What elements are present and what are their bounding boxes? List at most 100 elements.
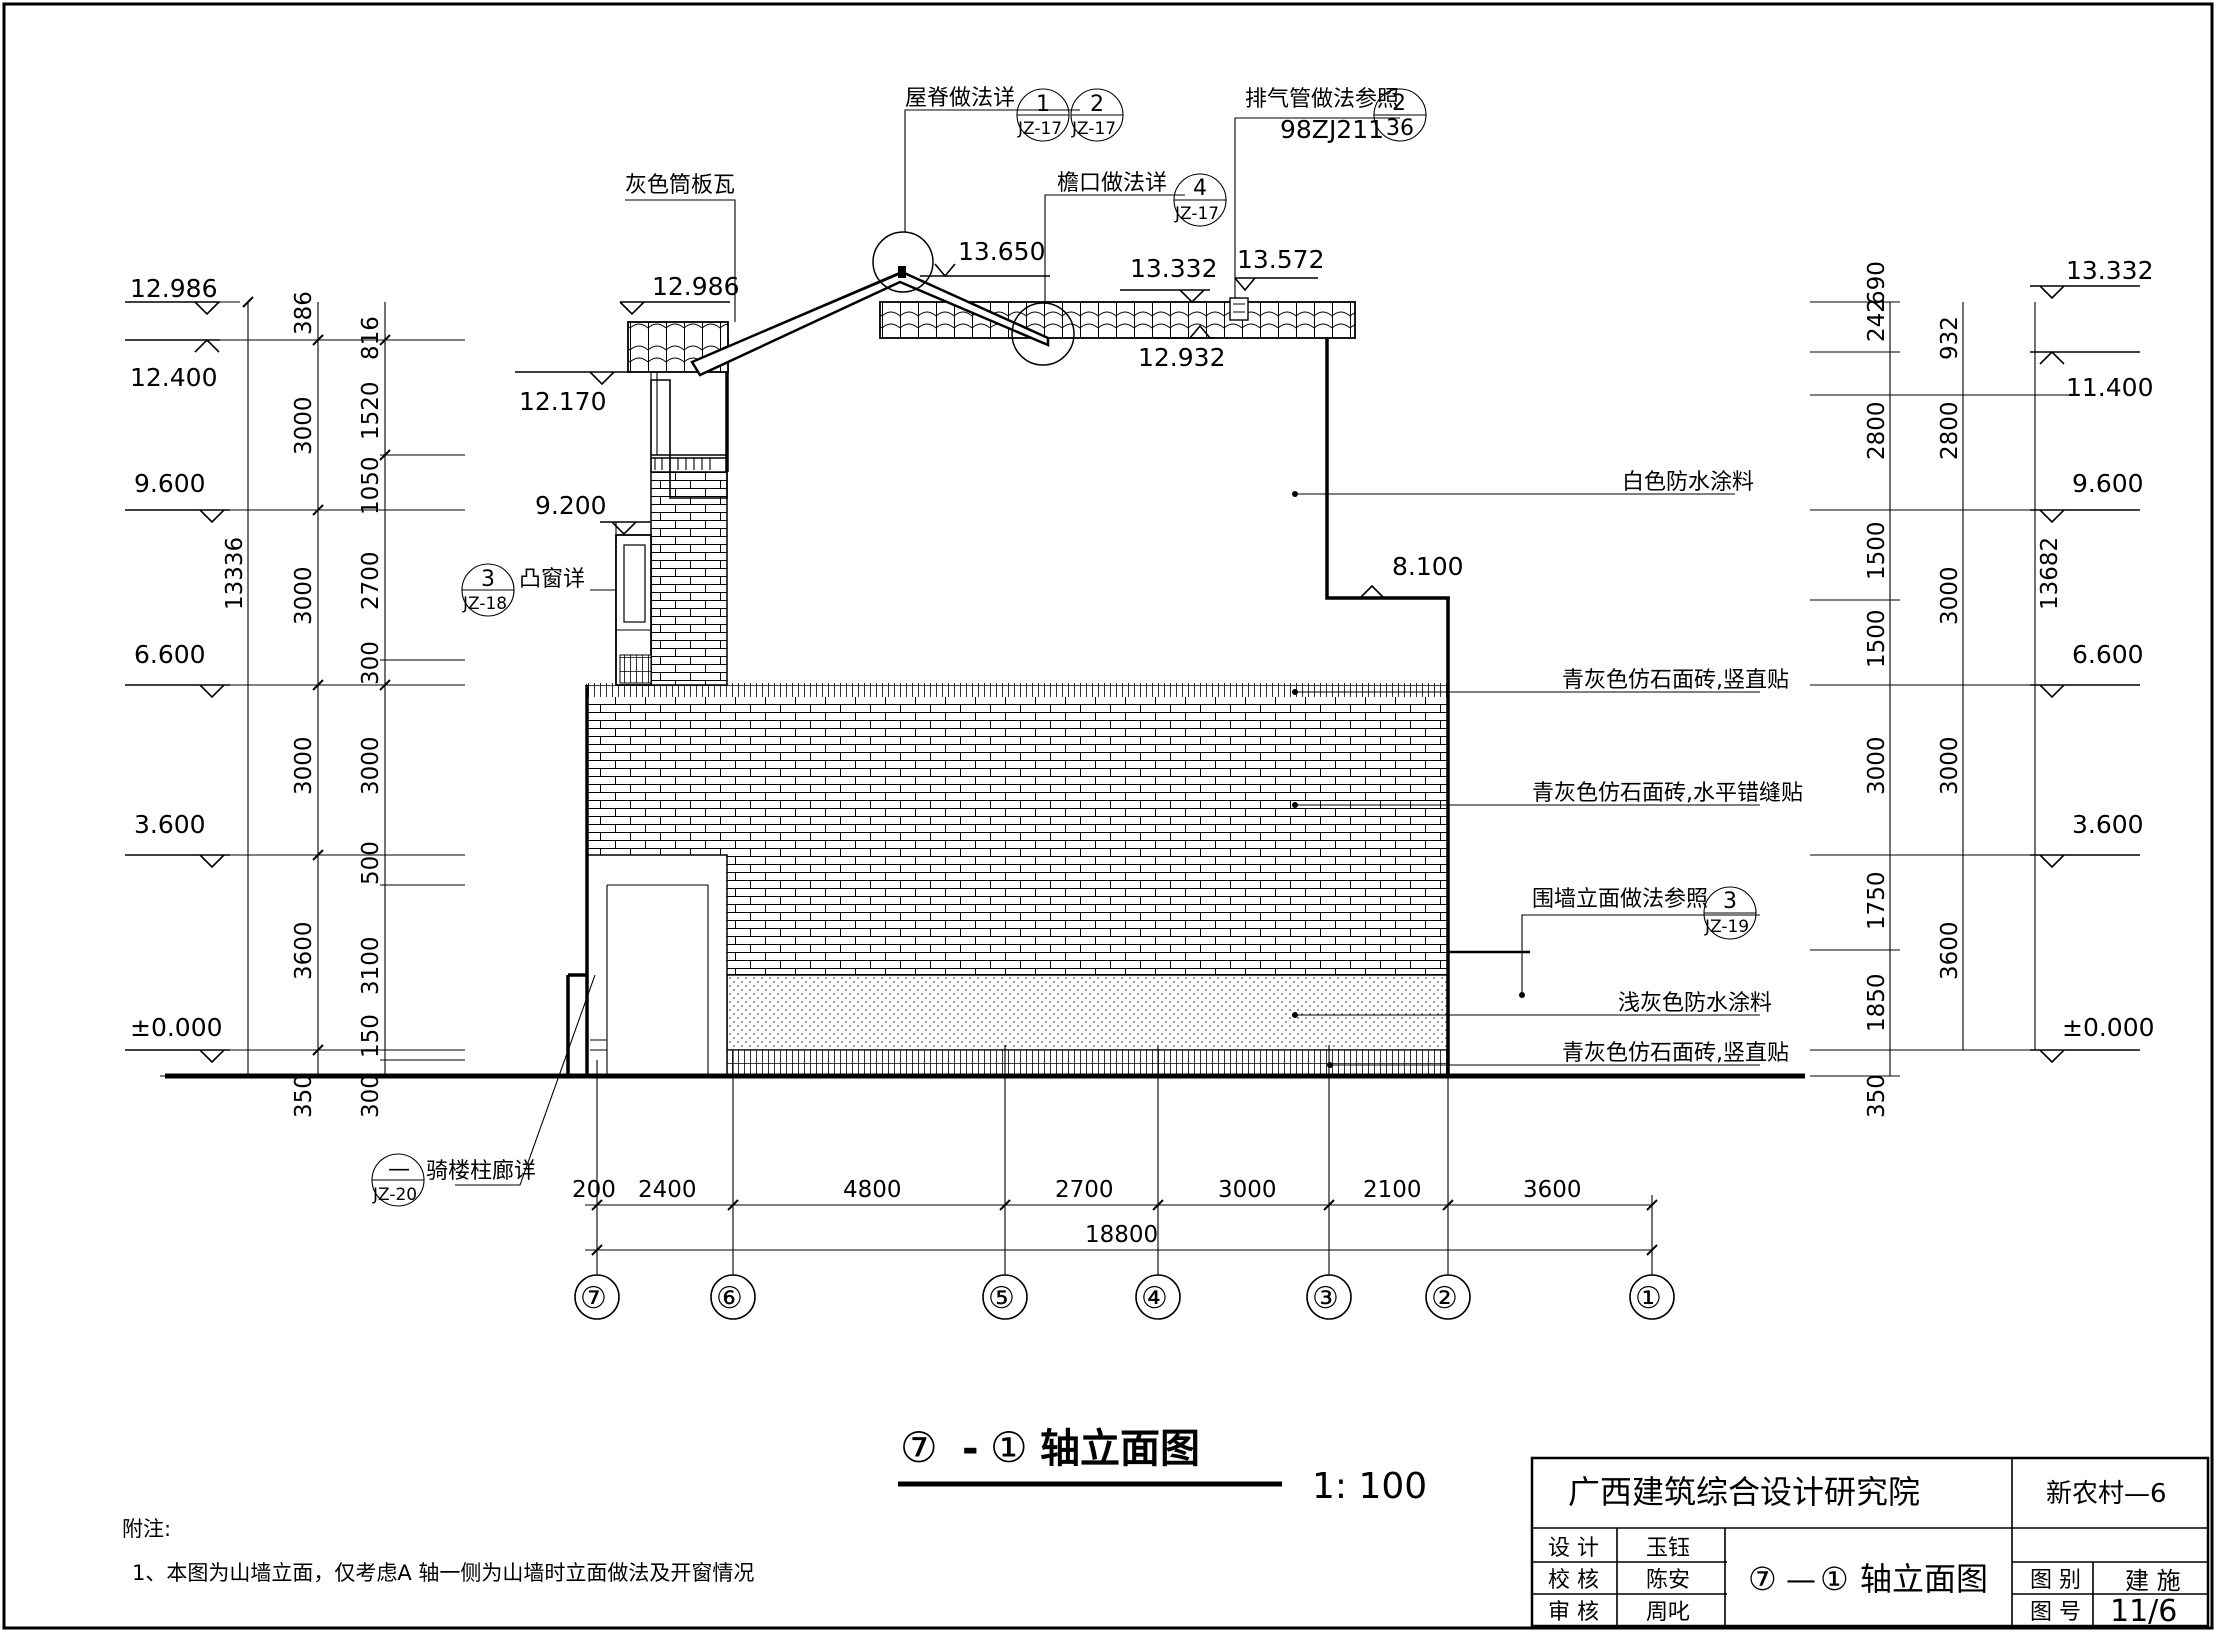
- dim-left-inner-10: 300: [358, 1074, 384, 1118]
- brick-tower: [650, 471, 728, 686]
- label-arcade-detail: 骑楼柱廊详: [426, 1159, 536, 1184]
- vertical-tile-band: [587, 683, 1448, 697]
- vent-pipe: [1229, 297, 1249, 321]
- tb-number-label: 图 号: [2030, 1600, 2081, 1625]
- bottom-dimension-block: [585, 1045, 1658, 1275]
- elev-left-2: 12.400: [130, 363, 217, 392]
- tb-checker: 陈安: [1646, 1568, 1690, 1593]
- drawing-scale: 1: 100: [1312, 1466, 1427, 1507]
- dim-right-col-4: 3000: [1937, 736, 1963, 795]
- eave-ref-top: 4: [1193, 176, 1207, 201]
- axis-label-7: ⑦: [580, 1281, 607, 1316]
- dim-bottom-6: 2100: [1363, 1177, 1422, 1203]
- arcade-opening: [586, 854, 728, 1077]
- dim-right-inner-9: 350: [1864, 1074, 1890, 1118]
- fence-ref-top: 3: [1723, 889, 1737, 914]
- label-vent-detail: 排气管做法参照: [1245, 87, 1399, 112]
- title-circle-left: ⑦: [900, 1423, 938, 1472]
- building-elevation: [566, 231, 1530, 1077]
- axis-label-6: ⑥: [716, 1281, 743, 1316]
- fence-ref-bottom: JZ-19: [1704, 917, 1749, 937]
- label-eave-detail: 檐口做法详: [1057, 171, 1167, 196]
- elev-right-3: 9.600: [2072, 469, 2144, 498]
- dim-left-mid-5: 3600: [291, 921, 317, 980]
- tb-institute: 广西建筑综合设计研究院: [1568, 1473, 1920, 1511]
- elev-left-6: ±0.000: [130, 1013, 223, 1042]
- notes-item-1: 1、本图为山墙立面，仅考虑A 轴一侧为山墙时立面做法及开窗情况: [132, 1561, 754, 1585]
- dim-right-col-5: 3600: [1937, 921, 1963, 980]
- elev-balcony: 12.170: [519, 387, 606, 416]
- dim-left-inner-2: 1520: [358, 381, 384, 440]
- tb-drawing-name-b: —: [1786, 1563, 1816, 1598]
- tb-number: 11/6: [2110, 1594, 2177, 1629]
- elev-eave-right-top: 13.332: [1130, 254, 1217, 283]
- elev-right-5: 3.600: [2072, 810, 2144, 839]
- base-tile-band: [726, 1049, 1449, 1077]
- dim-left-mid-2: 3000: [291, 396, 317, 455]
- axis-5: [982, 1274, 1028, 1320]
- dim-left-mid-6: 350: [291, 1074, 317, 1118]
- title-dash: -: [962, 1426, 979, 1472]
- dim-left-inner-8: 3100: [358, 936, 384, 995]
- dim-right-inner-3: 2800: [1864, 401, 1890, 460]
- elev-left-3: 9.600: [134, 469, 206, 498]
- axis-label-4: ④: [1141, 1281, 1168, 1316]
- tb-drawing-name-d: 轴立面图: [1860, 1560, 1988, 1598]
- elev-right-6: ±0.000: [2062, 1013, 2155, 1042]
- axis-1: [1629, 1274, 1675, 1320]
- tb-category: 建 施: [2125, 1567, 2181, 1595]
- tb-design-label: 设 计: [1548, 1536, 1599, 1561]
- axis-label-2: ②: [1431, 1281, 1458, 1316]
- dim-left-inner-9: 150: [358, 1014, 384, 1058]
- label-ridge-detail: 屋脊做法详: [905, 86, 1015, 111]
- elev-left-4: 6.600: [134, 640, 206, 669]
- tb-reviewer: 周叱: [1646, 1600, 1690, 1625]
- roof-tile-right: [879, 301, 1356, 339]
- dim-right-inner-5: 1500: [1864, 609, 1890, 668]
- tb-category-label: 图 别: [2030, 1568, 2081, 1593]
- title-circle-right: ①: [990, 1423, 1028, 1472]
- dim-total-left: 13336: [222, 537, 248, 610]
- dim-left-inner-6: 3000: [358, 736, 384, 795]
- elev-bay-window: 9.200: [535, 491, 607, 520]
- dim-right-total: 13682: [2037, 537, 2063, 610]
- elev-right-4: 6.600: [2072, 640, 2144, 669]
- label-tile: 灰色筒板瓦: [625, 173, 735, 198]
- label-fence-detail: 围墙立面做法参照: [1532, 887, 1708, 912]
- vent-ref-top: 2: [1392, 91, 1406, 116]
- eave-ref-bottom: JZ-17: [1174, 204, 1219, 224]
- dim-right-inner-6: 3000: [1864, 736, 1890, 795]
- axis-label-3: ③: [1312, 1281, 1339, 1316]
- elev-left-1: 12.986: [130, 274, 217, 303]
- ridge-ref1-top: 1: [1036, 92, 1050, 117]
- notes-heading: 附注:: [122, 1517, 171, 1541]
- elev-ridge: 13.650: [958, 237, 1045, 266]
- dim-bottom-7: 3600: [1523, 1177, 1582, 1203]
- dim-right-col-2: 2800: [1937, 401, 1963, 460]
- left-dimension-block: [125, 296, 465, 1077]
- axis-4: [1135, 1274, 1181, 1320]
- light-grey-band: [726, 974, 1449, 1051]
- elev-eave-right-bottom: 12.932: [1138, 343, 1225, 372]
- elev-right-1: 13.332: [2066, 256, 2153, 285]
- label-stone-vertical-2: 青灰色仿石面砖,竖直贴: [1562, 1041, 1789, 1066]
- dim-bottom-total: 18800: [1085, 1222, 1158, 1248]
- bay-ref-bottom: JZ-18: [462, 594, 507, 614]
- dim-right-col-3: 3000: [1937, 566, 1963, 625]
- right-dimension-block: [1810, 285, 2140, 1077]
- dim-left-inner-1: 816: [358, 316, 384, 360]
- label-white-paint: 白色防水涂料: [1622, 470, 1754, 495]
- axis-label-1: ①: [1635, 1281, 1662, 1316]
- dim-left-mid-3: 3000: [291, 566, 317, 625]
- dim-left-inner-5: 300: [358, 641, 384, 685]
- dim-right-inner-8: 1850: [1864, 973, 1890, 1032]
- dim-bottom-3: 4800: [843, 1177, 902, 1203]
- dim-bottom-5: 3000: [1218, 1177, 1277, 1203]
- axis-2: [1425, 1274, 1471, 1320]
- drawing-title: 轴立面图: [1040, 1426, 1200, 1472]
- axis-label-5: ⑤: [988, 1281, 1015, 1316]
- dim-right-inner-2: 690: [1864, 261, 1890, 305]
- dim-left-inner-4: 2700: [358, 551, 384, 610]
